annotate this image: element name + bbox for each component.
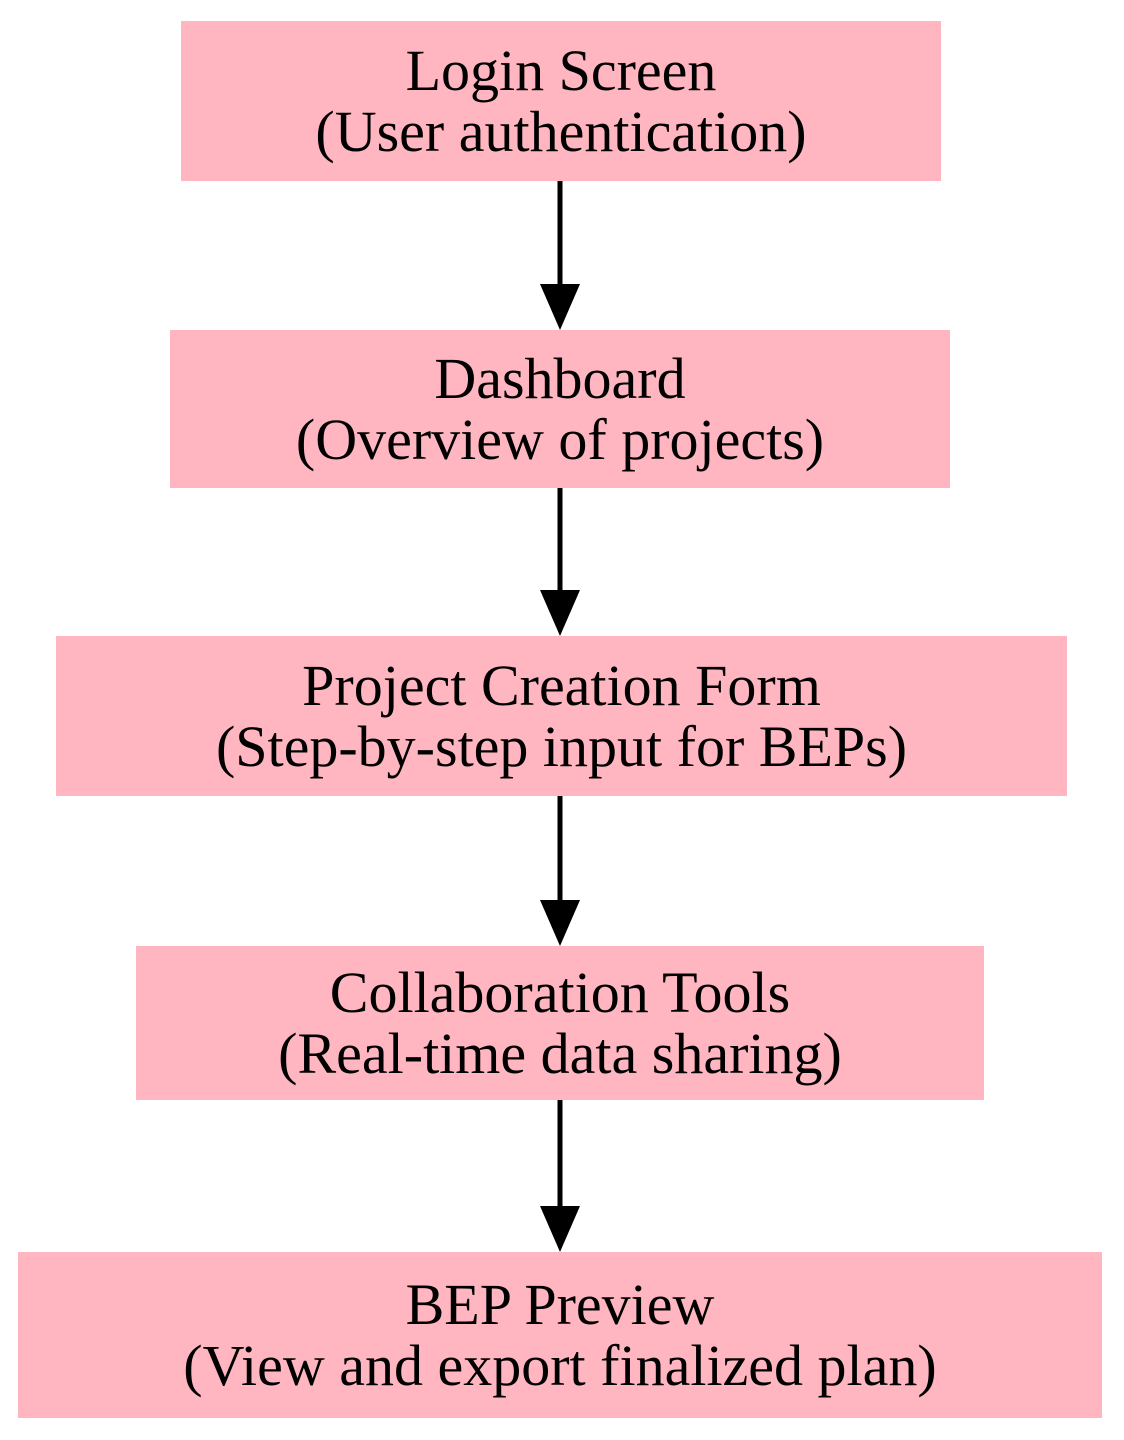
arrow-head — [540, 284, 580, 330]
arrow-shaft — [557, 796, 563, 905]
flow-node-subtitle: (User authentication) — [315, 99, 807, 164]
flow-node-title: Login Screen — [405, 37, 717, 103]
arrow-shaft — [557, 488, 563, 595]
flow-arrow-dashboard-to-project-creation-form — [536, 488, 584, 636]
flow-node-subtitle: (Real-time data sharing) — [278, 1021, 842, 1086]
flow-node-bep-preview[interactable]: BEP Preview (View and export finalized p… — [18, 1252, 1102, 1418]
flow-node-dashboard[interactable]: Dashboard (Overview of projects) — [170, 330, 950, 488]
flow-node-title: BEP Preview — [405, 1271, 715, 1337]
flow-node-title: Project Creation Form — [302, 652, 821, 718]
flow-node-subtitle: (Step-by-step input for BEPs) — [215, 714, 908, 779]
flow-node-collaboration-tools[interactable]: Collaboration Tools (Real-time data shar… — [136, 946, 984, 1100]
arrow-shaft — [557, 181, 563, 289]
flow-node-title: Dashboard — [434, 345, 686, 411]
flow-node-login-screen[interactable]: Login Screen (User authentication) — [181, 21, 941, 181]
flow-node-subtitle: (View and export finalized plan) — [183, 1333, 937, 1398]
arrow-head — [540, 900, 580, 946]
arrow-head — [540, 1206, 580, 1252]
flow-node-project-creation-form[interactable]: Project Creation Form (Step-by-step inpu… — [56, 636, 1067, 796]
flow-arrow-project-creation-form-to-collaboration-tools — [536, 796, 584, 946]
arrow-shaft — [557, 1100, 563, 1211]
flow-node-subtitle: (Overview of projects) — [295, 407, 825, 472]
flow-node-title: Collaboration Tools — [329, 959, 791, 1025]
flow-arrow-login-screen-to-dashboard — [536, 181, 584, 330]
flow-arrow-collaboration-tools-to-bep-preview — [536, 1100, 584, 1252]
arrow-head — [540, 590, 580, 636]
